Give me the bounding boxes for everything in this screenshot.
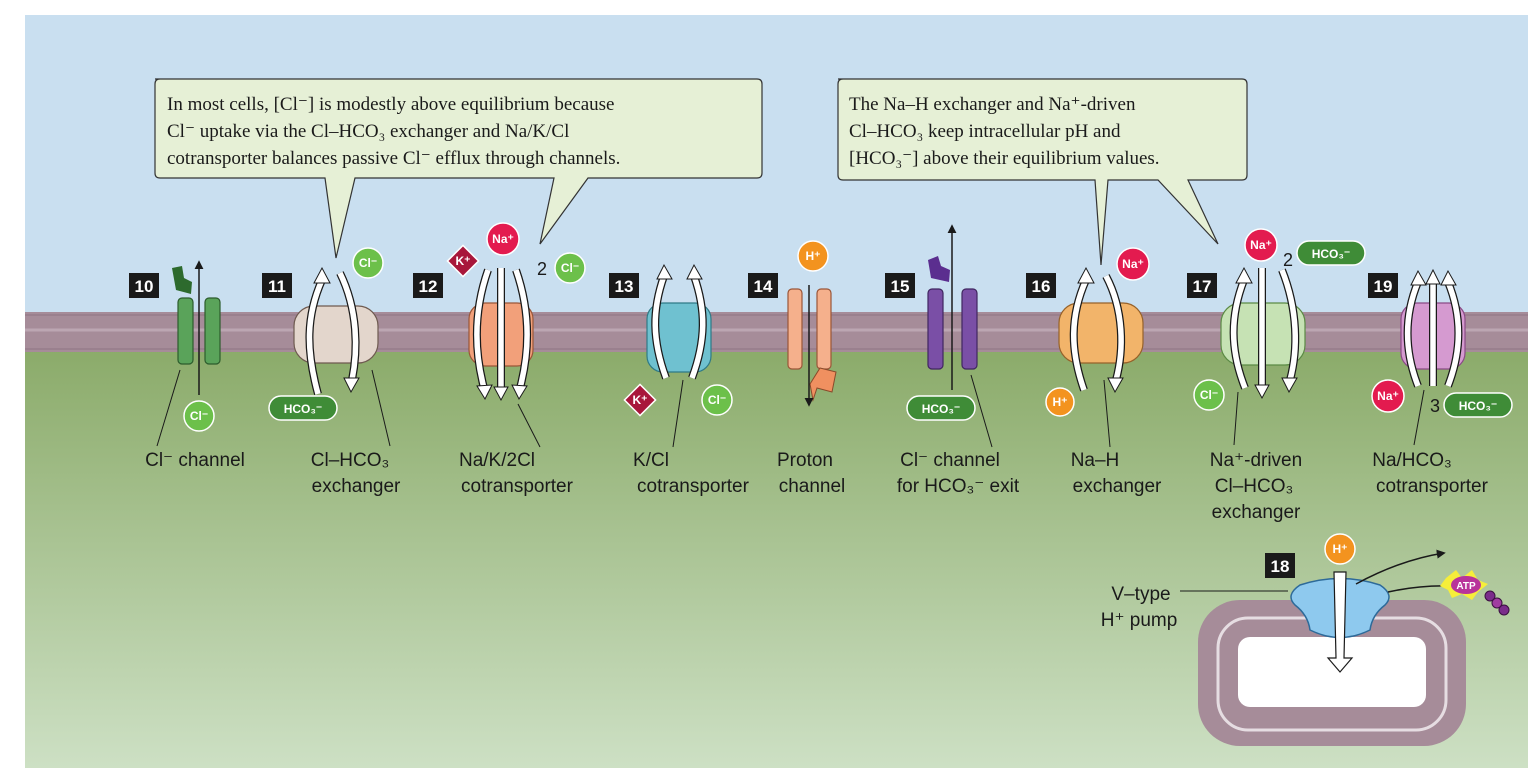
transporter-18-v-type-h-pump: 18 H⁺ ATP V–type H⁺ pump [1101,533,1510,673]
svg-text:13: 13 [615,277,634,296]
cl-ion [1193,379,1225,411]
transporter-11-cl-hco3-exchanger: 11 Cl⁻ HCO₃⁻ Cl–HCO₃ exchanger [262,247,401,497]
cl-ion [183,400,215,432]
label-12-line-1: Na/K/2Cl [459,450,535,471]
svg-text:ATP: ATP [1456,581,1476,592]
label-11-line-2: exchanger [312,476,401,497]
svg-text:HCO₃⁻: HCO₃⁻ [1312,247,1351,261]
hco3-ion [906,395,976,421]
transporter-12-na-k-2cl: 12 K⁺ Na⁺ 2 Cl⁻ Na/K/2Cl cotransporter [413,222,586,497]
label-13-line-1: K/Cl [633,450,669,471]
transporter-10-cl-channel: 10 Cl⁻ Cl⁻ channel [129,260,245,471]
callout-right-line-2: Cl–HCO₃ keep intracellular pH and [849,121,1121,142]
na-ion [486,222,520,256]
k-ion [446,244,480,278]
k-ion [623,383,657,417]
transporter-15-cl-channel-hco3: 15 HCO₃⁻ Cl⁻ channel for HCO₃⁻ exit [885,224,1020,497]
label-16-line-1: Na–H [1071,450,1120,471]
label-15-line-1: Cl⁻ channel [900,450,1000,471]
label-11-line-1: Cl–HCO₃ [311,450,389,471]
callout-left: In most cells, [Cl⁻] is modestly above e… [154,78,763,259]
transporter-13-k-cl: 13 K⁺ Cl⁻ K/Cl cotransporter [609,263,750,497]
svg-text:14: 14 [754,277,773,296]
label-19-line-1: Na/HCO₃ [1372,450,1452,471]
cl-ion [352,247,384,279]
svg-text:11: 11 [268,277,286,296]
svg-text:2: 2 [1283,250,1293,270]
h-ion [1045,387,1075,417]
svg-text:Cl⁻: Cl⁻ [359,256,377,270]
callout-right-line-3: [HCO₃⁻] above their equilibrium values. [849,148,1160,169]
callout-left-line-3: cotransporter balances passive Cl⁻ efflu… [167,148,620,169]
svg-text:HCO₃⁻: HCO₃⁻ [284,402,323,416]
cl-ion [701,384,733,416]
svg-text:Cl⁻: Cl⁻ [190,409,208,423]
label-17-line-1: Na⁺-driven [1210,450,1302,471]
na-ion [1371,379,1405,413]
svg-text:2: 2 [537,259,547,279]
h-ion [1324,533,1356,565]
label-17-line-2: Cl–HCO₃ [1215,476,1293,497]
svg-text:19: 19 [1374,277,1393,296]
callout-left-line-2: Cl⁻ uptake via the Cl–HCO₃ exchanger and… [167,121,569,142]
svg-text:Na⁺: Na⁺ [492,232,514,246]
label-13-line-2: cotransporter [637,476,750,497]
svg-text:Cl⁻: Cl⁻ [1200,388,1218,402]
svg-text:H⁺: H⁺ [1333,542,1348,556]
na-ion [1116,247,1150,281]
label-10-line-1: Cl⁻ channel [145,450,245,471]
svg-text:Na⁺: Na⁺ [1122,257,1144,271]
hco3-ion [268,395,338,421]
svg-text:17: 17 [1193,277,1212,296]
label-16-line-2: exchanger [1073,476,1162,497]
intracellular-vesicle [1198,600,1466,746]
h-ion [797,240,829,272]
callout-left-line-1: In most cells, [Cl⁻] is modestly above e… [167,94,614,115]
svg-text:HCO₃⁻: HCO₃⁻ [1459,399,1498,413]
cl-ion [554,252,586,284]
hco3-ion [1296,240,1366,266]
transporter-14-proton-channel: 14 H⁺ Proton channel [748,240,846,497]
svg-text:K⁺: K⁺ [456,254,471,268]
svg-text:10: 10 [135,277,154,296]
label-18-line-1: V–type [1111,584,1170,605]
svg-text:K⁺: K⁺ [633,393,648,407]
label-14-line-1: Proton [777,450,833,471]
svg-text:3: 3 [1430,396,1440,416]
hco3-ion [1443,392,1513,418]
svg-text:Cl⁻: Cl⁻ [561,261,579,275]
svg-text:Cl⁻: Cl⁻ [708,393,726,407]
svg-text:H⁺: H⁺ [806,249,821,263]
svg-text:H⁺: H⁺ [1053,395,1068,409]
svg-text:Na⁺: Na⁺ [1250,238,1272,252]
svg-text:16: 16 [1032,277,1051,296]
callout-right-line-1: The Na–H exchanger and Na⁺-driven [849,94,1136,115]
svg-text:18: 18 [1271,557,1290,576]
label-14-line-2: channel [779,476,846,497]
label-19-line-2: cotransporter [1376,476,1489,497]
label-18-line-2: H⁺ pump [1101,610,1178,631]
svg-text:15: 15 [891,277,910,296]
label-17-line-3: exchanger [1212,502,1301,523]
callout-right: The Na–H exchanger and Na⁺-driven Cl–HCO… [837,78,1248,266]
atp-molecule: ATP [1440,570,1510,616]
svg-text:HCO₃⁻: HCO₃⁻ [922,402,961,416]
transporter-17-na-driven-cl-hco3: 17 Na⁺ 2 HCO₃⁻ Cl⁻ Na⁺-driven Cl–HCO₃ ex… [1187,228,1366,523]
label-15-line-2: for HCO₃⁻ exit [897,476,1020,497]
svg-text:12: 12 [419,277,438,296]
na-ion [1244,228,1278,262]
transporter-16-na-h-exchanger: 16 Na⁺ H⁺ Na–H exchanger [1026,247,1162,497]
label-12-line-2: cotransporter [461,476,574,497]
transporter-19-na-hco3: 19 Na⁺ 3 HCO₃⁻ Na/HCO₃ cotransporter [1368,268,1513,497]
svg-text:Na⁺: Na⁺ [1377,389,1399,403]
